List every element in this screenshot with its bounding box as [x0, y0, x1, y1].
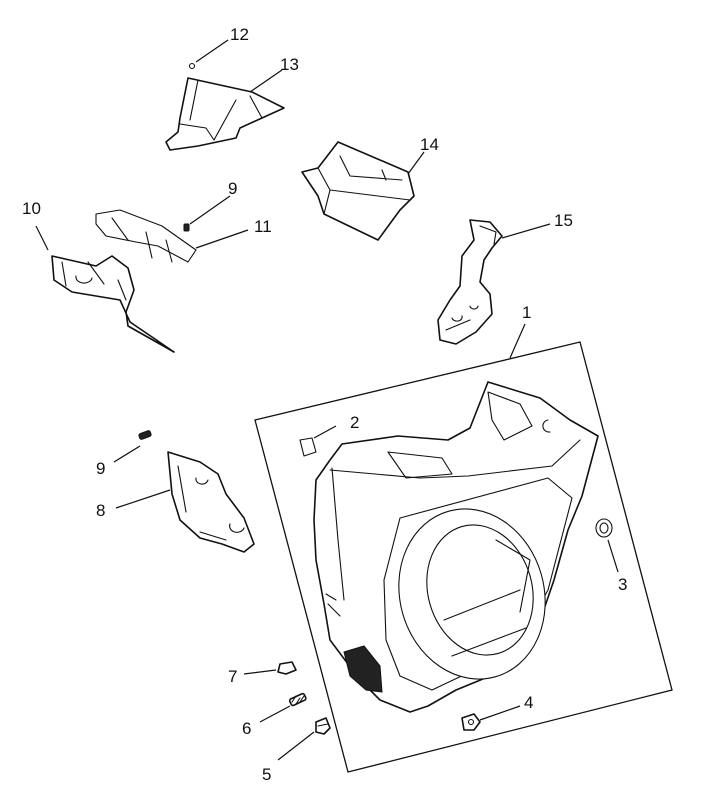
assembly-boundary: [254, 341, 673, 773]
callout-1: 1: [522, 303, 531, 322]
leader-8: [115, 489, 171, 509]
leader-15: [501, 223, 551, 239]
part-5-nut: [315, 717, 331, 735]
part-7-screw: [277, 661, 297, 675]
leader-4: [479, 705, 521, 721]
callout-6: 6: [242, 719, 251, 738]
leader-3: [607, 539, 619, 573]
callout-12: 12: [230, 25, 249, 44]
leader-2: [313, 425, 337, 439]
callout-15: 15: [554, 211, 573, 230]
leader-13: [249, 69, 283, 93]
part-14-baffle: [301, 141, 415, 241]
leader-11: [195, 229, 249, 249]
callout-14: 14: [420, 135, 439, 154]
callout-13: 13: [280, 55, 299, 74]
part-15-bracket: [437, 219, 503, 345]
leader-1: [509, 323, 526, 359]
part-3-plug: [595, 518, 613, 538]
leader-9b: [189, 195, 231, 225]
callout-4: 4: [524, 693, 533, 712]
leader-12: [195, 39, 229, 63]
callout-8: 8: [96, 501, 105, 520]
leader-5: [277, 731, 315, 761]
part-4-nut: [461, 713, 481, 731]
callout-9a: 9: [96, 459, 105, 478]
part-6-screw: [288, 692, 307, 707]
part-1-blower-housing: [299, 381, 599, 713]
part-10-left-baffle: [51, 209, 197, 353]
leader-14: [407, 151, 425, 175]
callout-10: 10: [22, 199, 41, 218]
part-13-upper-baffle: [165, 62, 285, 151]
leader-10: [35, 225, 49, 251]
part-8-side-baffle: [138, 430, 255, 553]
leader-6: [259, 705, 291, 723]
callout-2: 2: [350, 413, 359, 432]
callout-9b: 9: [228, 179, 237, 198]
leader-9a: [113, 445, 141, 463]
callout-11: 11: [254, 217, 272, 236]
leader-7: [243, 669, 277, 675]
callout-3: 3: [618, 575, 627, 594]
callout-7: 7: [228, 667, 237, 686]
callout-5: 5: [262, 765, 271, 784]
